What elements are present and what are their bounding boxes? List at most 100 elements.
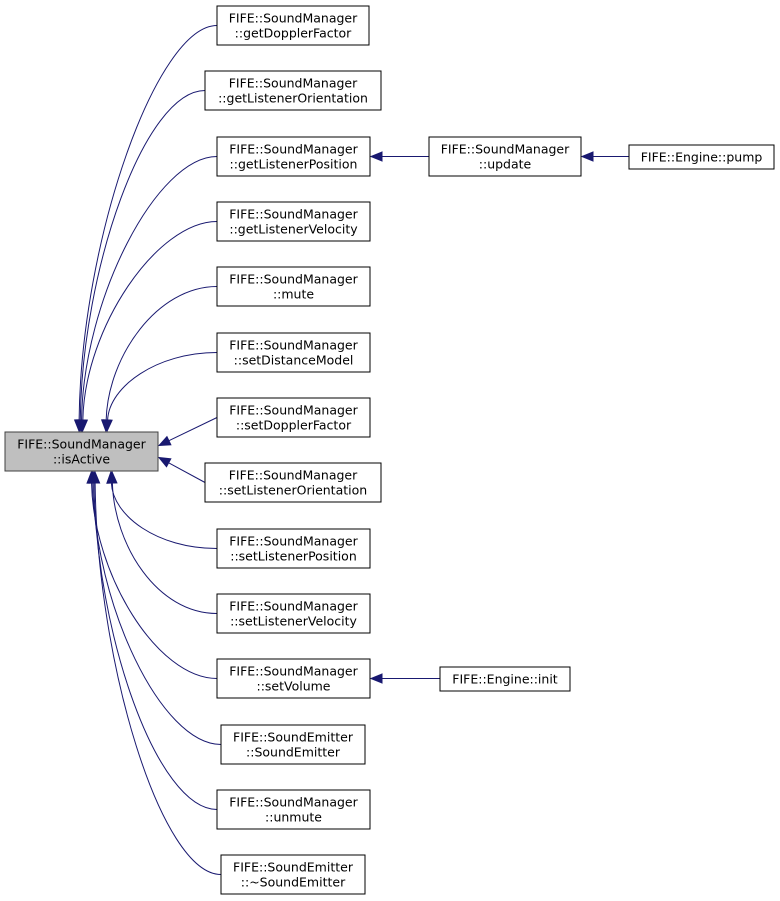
node-label-line: FIFE::SoundManager (229, 403, 358, 418)
node-label-line: ::getListenerVelocity (229, 222, 358, 237)
node-label-line: ::isActive (53, 452, 110, 467)
edge-update-to-getListenerPosition (369, 151, 429, 162)
node-engineInit[interactable]: FIFE::Engine::init (439, 666, 571, 692)
edge-getListenerVelocity-to-isActive (77, 221, 218, 433)
edge-mute-to-isActive (100, 286, 218, 433)
node-box (216, 397, 371, 438)
node-SoundEmitterCtor[interactable]: FIFE::SoundEmitter::SoundEmitter (220, 724, 366, 765)
node-box (220, 854, 366, 895)
node-box (216, 136, 371, 177)
edge-line-setListenerPosition (110, 482, 218, 549)
node-box (628, 144, 775, 170)
node-box (216, 201, 371, 242)
node-label-line: ::~SoundEmitter (241, 875, 346, 890)
node-enginePump[interactable]: FIFE::Engine::pump (628, 144, 775, 170)
node-getListenerOrientation[interactable]: FIFE::SoundManager::getListenerOrientati… (204, 70, 382, 111)
node-label-line: ::SoundEmitter (246, 745, 341, 760)
node-setListenerVelocity[interactable]: FIFE::SoundManager::setListenerVelocity (216, 593, 371, 634)
edges (73, 25, 629, 875)
node-box (216, 658, 371, 699)
edge-line-SoundEmitterCtor (92, 482, 222, 745)
node-label-line: FIFE::SoundManager (229, 795, 358, 810)
node-box (216, 593, 371, 634)
node-label-line: FIFE::SoundManager (229, 11, 358, 26)
edge-line-setVolume (91, 482, 218, 679)
arrowhead-enginePump (580, 151, 594, 162)
node-label-line: FIFE::SoundManager (229, 207, 358, 222)
node-box (216, 5, 370, 46)
edge-line-getListenerPosition (81, 156, 218, 421)
edge-line-getDopplerFactor (78, 25, 218, 421)
node-box (216, 528, 371, 569)
node-label-line: ::getListenerOrientation (218, 91, 368, 106)
node-label-line: ::setListenerPosition (230, 549, 357, 564)
node-label-line: FIFE::Engine::init (452, 672, 558, 687)
node-update[interactable]: FIFE::SoundManager::update (428, 136, 582, 177)
node-box (428, 136, 582, 177)
node-box (439, 666, 571, 692)
node-setListenerPosition[interactable]: FIFE::SoundManager::setListenerPosition (216, 528, 371, 569)
edge-line-SoundEmitterDtor (94, 482, 222, 875)
node-unmute[interactable]: FIFE::SoundManager::unmute (216, 789, 371, 830)
arrowhead-setListenerOrientation (157, 456, 172, 468)
node-box (204, 70, 382, 111)
node-mute[interactable]: FIFE::SoundManager::mute (216, 266, 371, 307)
node-label-line: ::update (479, 157, 532, 172)
edge-line-setListenerVelocity (111, 482, 218, 614)
node-box (216, 789, 371, 830)
edge-SoundEmitterDtor-to-isActive (89, 470, 222, 875)
nodes: FIFE::SoundManager::isActiveFIFE::SoundM… (4, 5, 775, 895)
edge-getListenerOrientation-to-isActive (75, 90, 206, 433)
node-label-line: FIFE::SoundManager (229, 338, 358, 353)
node-label-line: FIFE::Engine::pump (641, 150, 763, 165)
node-getListenerVelocity[interactable]: FIFE::SoundManager::getListenerVelocity (216, 201, 371, 242)
node-label-line: ::setDistanceModel (234, 353, 354, 368)
node-label-line: ::getListenerPosition (230, 157, 358, 172)
node-label-line: FIFE::SoundEmitter (233, 860, 354, 875)
edge-line-unmute (93, 482, 218, 810)
node-box (4, 431, 159, 472)
edge-unmute-to-isActive (88, 470, 218, 810)
node-label-line: ::unmute (265, 810, 322, 825)
edge-setListenerOrientation-to-isActive (157, 456, 206, 483)
edge-setDopplerFactor-to-isActive (157, 417, 218, 447)
node-label-line: FIFE::SoundEmitter (233, 730, 354, 745)
node-setDistanceModel[interactable]: FIFE::SoundManager::setDistanceModel (216, 332, 371, 373)
arrowhead-getListenerVelocity (77, 419, 89, 433)
edge-line-setDistanceModel (107, 352, 218, 421)
arrowhead-update (369, 151, 383, 162)
node-label-line: FIFE::SoundManager (229, 468, 358, 483)
node-label-line: FIFE::SoundManager (229, 664, 358, 679)
node-isActive[interactable]: FIFE::SoundManager::isActive (4, 431, 159, 472)
edge-enginePump-to-update (580, 151, 629, 162)
node-label-line: FIFE::SoundManager (229, 76, 358, 91)
edge-line-setListenerOrientation (168, 462, 206, 483)
node-SoundEmitterDtor[interactable]: FIFE::SoundEmitter::~SoundEmitter (220, 854, 366, 895)
node-label-line: FIFE::SoundManager (229, 599, 358, 614)
edge-line-mute (105, 286, 218, 421)
edge-line-getListenerOrientation (79, 90, 206, 421)
node-getListenerPosition[interactable]: FIFE::SoundManager::getListenerPosition (216, 136, 371, 177)
node-label-line: FIFE::SoundManager (441, 142, 570, 157)
edge-setListenerVelocity-to-isActive (107, 470, 218, 614)
node-label-line: ::getDopplerFactor (235, 26, 353, 41)
arrowhead-setListenerVelocity (107, 470, 118, 484)
edge-line-setDopplerFactor (168, 417, 218, 442)
node-box (204, 462, 382, 503)
node-label-line: FIFE::SoundManager (229, 272, 358, 287)
node-setVolume[interactable]: FIFE::SoundManager::setVolume (216, 658, 371, 699)
node-label-line: ::mute (273, 287, 314, 302)
edge-SoundEmitterCtor-to-isActive (87, 470, 222, 745)
node-label-line: FIFE::SoundManager (229, 534, 358, 549)
node-label-line: ::setListenerVelocity (230, 614, 357, 629)
edge-setDistanceModel-to-isActive (102, 352, 218, 433)
edge-getListenerPosition-to-isActive (76, 156, 218, 433)
node-box (216, 332, 371, 373)
arrowhead-engineInit (369, 673, 383, 684)
node-setListenerOrientation[interactable]: FIFE::SoundManager::setListenerOrientati… (204, 462, 382, 503)
node-setDopplerFactor[interactable]: FIFE::SoundManager::setDopplerFactor (216, 397, 371, 438)
edge-setVolume-to-isActive (86, 470, 218, 679)
node-label-line: ::setListenerOrientation (219, 483, 367, 498)
node-getDopplerFactor[interactable]: FIFE::SoundManager::getDopplerFactor (216, 5, 370, 46)
